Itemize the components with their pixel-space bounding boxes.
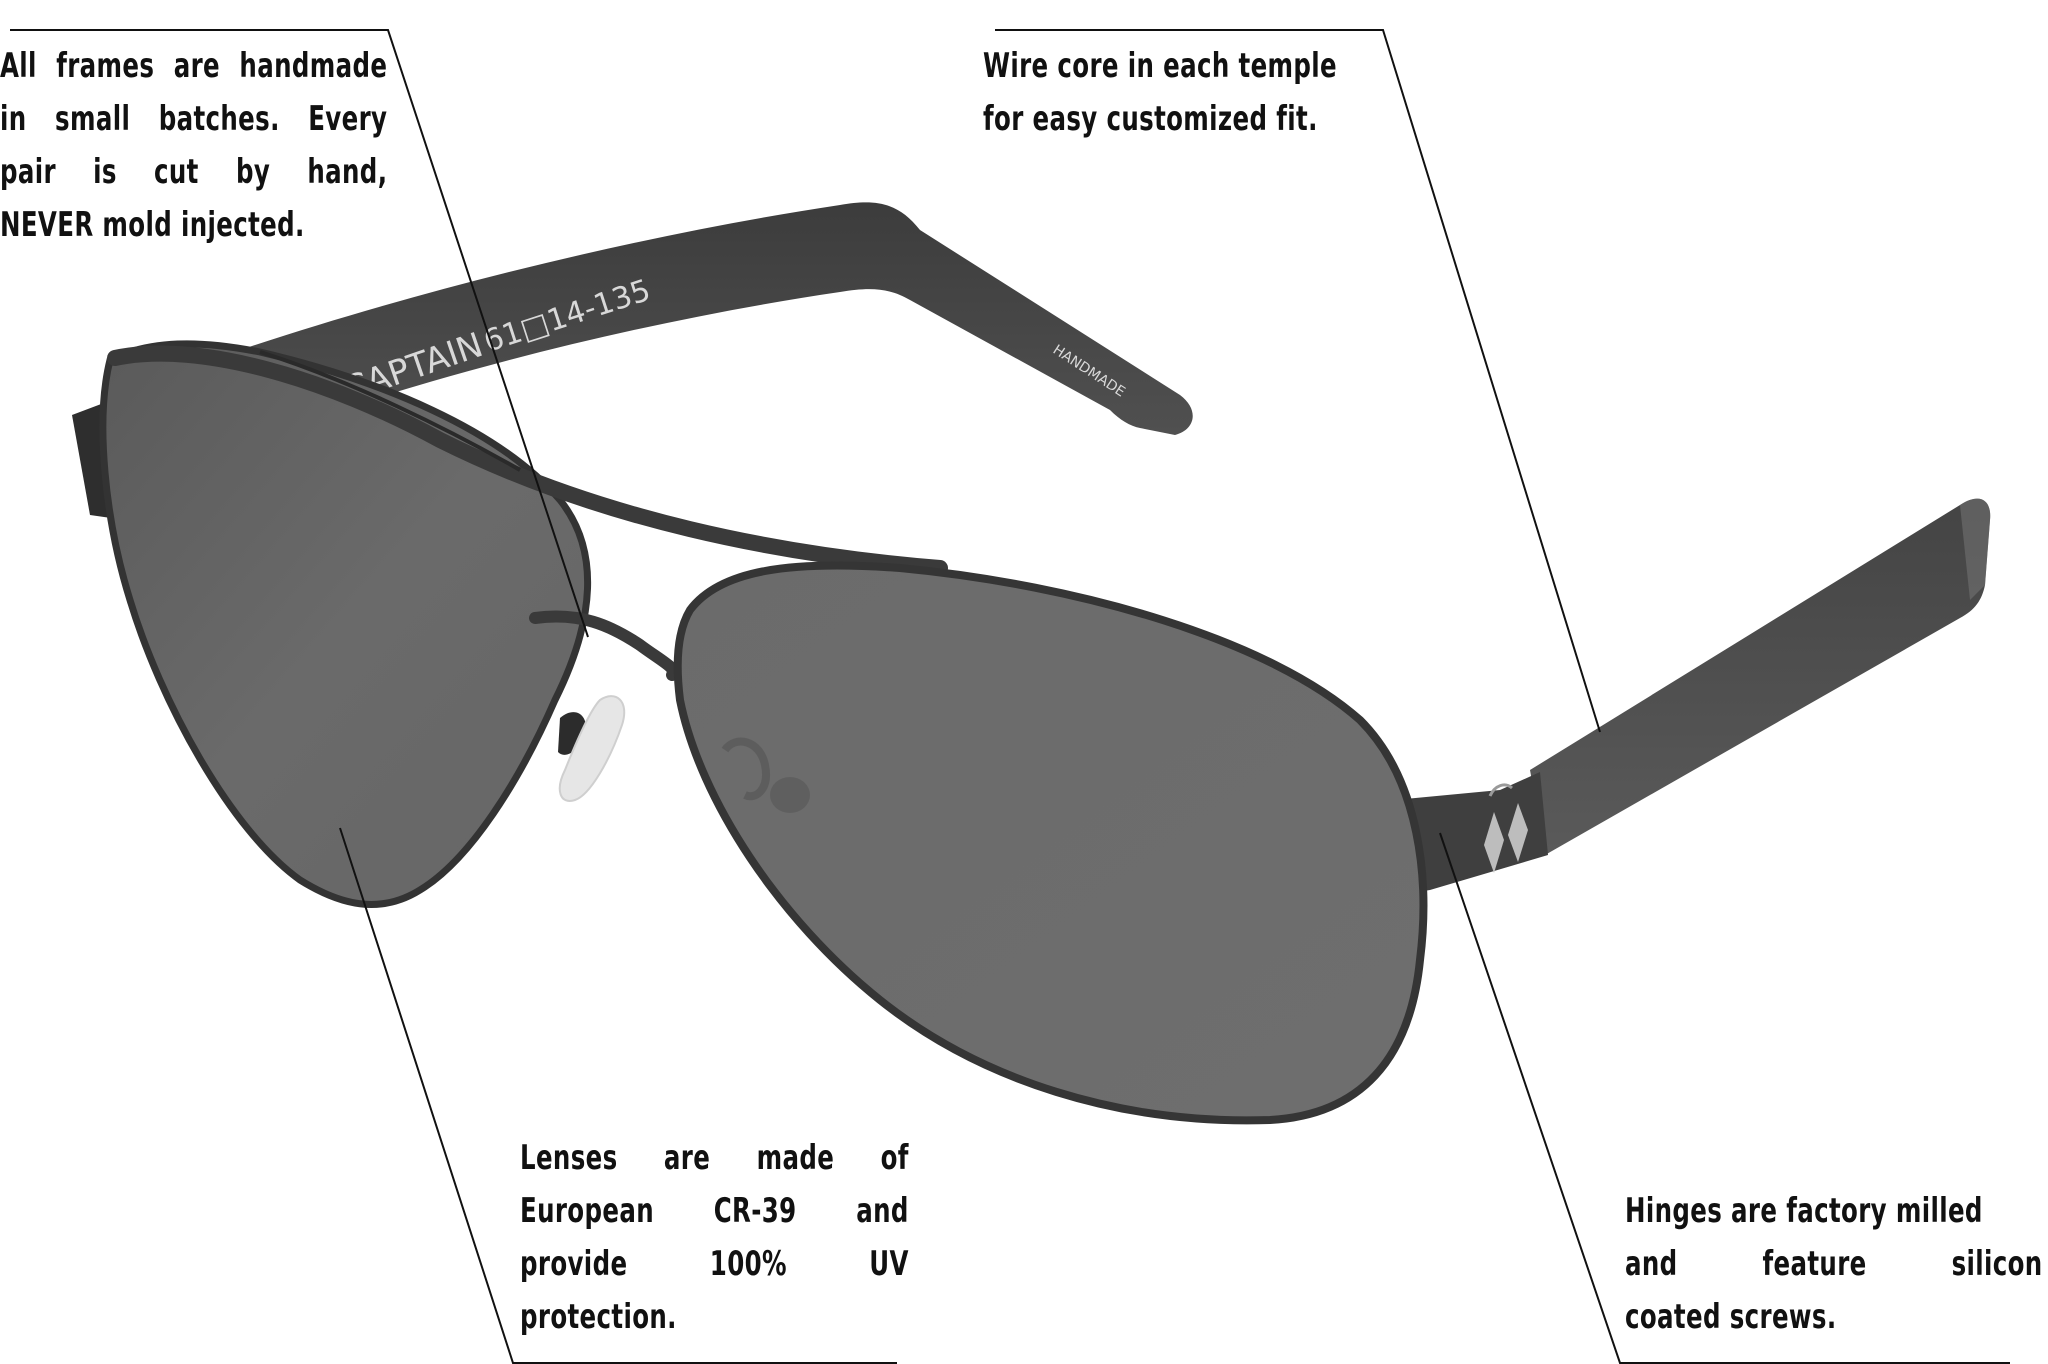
callout-wire-line-1: Wire core in each temple [983,46,1338,86]
callout-lenses-line-2: European CR-39 and [520,1191,909,1231]
callout-frames-line-4: NEVER mold injected. [0,205,305,245]
near-temple [1530,498,1991,855]
lower-bridge [529,610,680,681]
leader-line-wire [995,29,1601,733]
top-bridge-bar [107,345,948,576]
callout-lenses-line-4: protection. [520,1297,677,1337]
callout-lenses: Lenses are made of European CR-39 and pr… [520,1132,909,1344]
nose-pad [558,695,626,802]
leader-lines [10,29,2010,1364]
callout-frames-line-1: All frames are handmade [0,46,388,86]
callout-wire-core: Wire core in each temple for easy custom… [983,40,1386,146]
callout-frames-line-2: in small batches. Every [0,99,388,139]
leader-line-frames [10,29,589,638]
callout-hinges-line-1: Hinges are factory milled [1625,1191,1983,1231]
callout-hinges-line-3: coated screws. [1625,1297,1837,1337]
hinge-diamond-1 [1484,812,1504,873]
callout-frames-line-3: pair is cut by hand, [0,152,388,192]
callout-hinges-line-2: and feature silicon [1625,1244,2043,1284]
callout-lenses-line-1: Lenses are made of [520,1138,909,1178]
hinge-diamond-2 [1508,803,1528,862]
left-lens [99,340,592,908]
right-lens [673,561,1428,1125]
callout-handmade-frames: All frames are handmade in small batches… [0,40,387,252]
callout-hinges: Hinges are factory milled and feature si… [1625,1185,2043,1344]
right-hinge [1395,772,1548,895]
leader-line-lenses [339,827,897,1364]
leader-line-hinges [1439,832,2010,1364]
callout-wire-line-2: for easy customized fit. [983,99,1318,139]
callout-lenses-line-3: provide 100% UV [520,1244,909,1284]
